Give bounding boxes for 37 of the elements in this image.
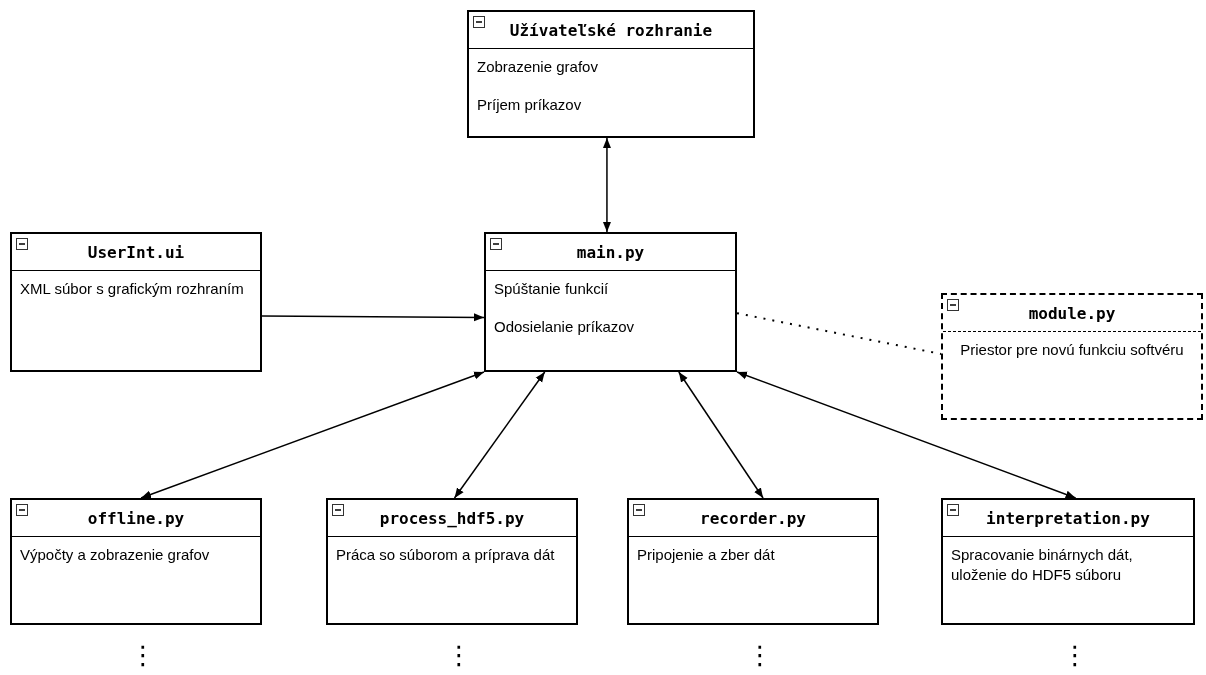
class-body-text: Spracovanie binárnych dát, uloženie do HDF5 súboru	[951, 545, 1134, 585]
arrow	[678, 371, 764, 499]
class-title: recorder.py	[700, 508, 806, 528]
arrow	[736, 371, 1077, 499]
arrow	[261, 313, 485, 322]
class-body-text: Odosielanie príkazov	[494, 317, 636, 337]
class-body-text: Priestor pre novú funkciu softvéru	[959, 340, 1185, 360]
ellipsis-text: ⋮	[446, 640, 472, 670]
class-box	[627, 498, 879, 625]
class-box	[941, 498, 1195, 625]
class-body-text: Pripojenie a zber dát	[637, 545, 776, 565]
ellipsis-text: ⋮	[130, 640, 156, 670]
class-body-text: Príjem príkazov	[477, 95, 583, 115]
class-title: offline.py	[87, 508, 185, 528]
class-body-text: Spúštanie funkcií	[494, 279, 610, 299]
class-body-text: Výpočty a zobrazenie grafov	[20, 545, 211, 565]
arrow	[602, 137, 611, 233]
ellipsis-text: ⋮	[1062, 640, 1088, 670]
class-box	[10, 498, 262, 625]
arrow	[453, 371, 546, 499]
class-box	[326, 498, 578, 625]
class-body-text: XML súbor s grafickým rozhraním	[20, 279, 245, 299]
class-title: Užívateľské rozhranie	[509, 20, 713, 40]
class-box	[467, 10, 755, 138]
class-title: main.py	[576, 242, 645, 262]
class-title: interpretation.py	[986, 508, 1150, 528]
class-body-text: Zobrazenie grafov	[477, 57, 599, 77]
class-title: process_hdf5.py	[379, 508, 525, 528]
arrow	[140, 371, 485, 499]
dotted-connector	[736, 312, 942, 355]
class-title: UserInt.ui	[87, 242, 185, 262]
class-box	[941, 293, 1203, 420]
ellipsis-text: ⋮	[747, 640, 773, 670]
class-title: module.py	[1028, 303, 1116, 323]
class-box	[10, 232, 262, 372]
class-body-text: Práca so súborom a príprava dát	[336, 545, 556, 565]
class-box	[484, 232, 737, 372]
